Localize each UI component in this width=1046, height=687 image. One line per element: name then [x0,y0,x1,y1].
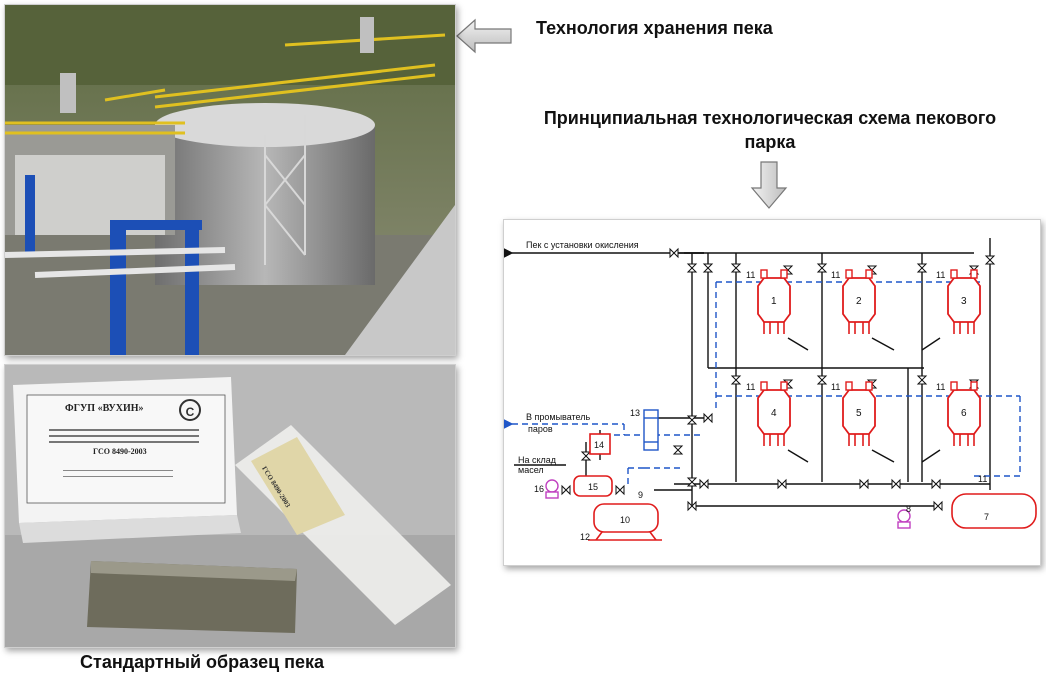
exchanger-13 [643,409,659,451]
label-washer-1: В промыватель [526,412,591,422]
scheme-title: Принципиальная технологическая схема пек… [543,108,997,152]
valve-icon [669,247,679,259]
tank-6: 6 11 [936,381,981,446]
storage-title: Технология хранения пека [536,18,773,38]
tank-num-11: 11 [831,270,840,280]
num-10: 10 [620,515,630,525]
box-lines [49,425,199,447]
valve-icon [687,500,697,512]
valve-icon [916,375,928,385]
num-13: 13 [630,408,640,418]
tank-label-1: 1 [771,296,777,307]
num-9: 9 [638,490,643,500]
num-12: 12 [580,532,590,542]
box-lines-lower [63,465,173,482]
valve-icon [891,478,901,490]
label-inlet: Пек с установки окисления [526,240,639,250]
valve-icon [686,477,698,487]
box-code-text: ГСО 8490-2003 [93,447,147,456]
tank-num-11: 11 [936,270,945,280]
valve-icon [615,484,625,496]
valve-icon [703,412,713,424]
tank-3: 3 11 [936,269,981,334]
valve-icon [777,478,787,490]
tank-5: 5 11 [831,381,876,446]
num-16: 16 [534,484,544,494]
tank-label-3: 3 [961,296,967,307]
tank-label-4: 4 [771,408,777,419]
valve-icon [984,255,996,265]
valve-icon [933,500,943,512]
tank-num-11: 11 [746,382,755,392]
pump-16 [545,479,559,493]
storage-photo-art [4,5,455,355]
valve-icon [859,478,869,490]
valve-icon [580,451,592,461]
num-8: 8 [906,504,911,514]
tank-label-5: 5 [856,408,862,419]
sample-title: Стандартный образец пека [80,652,325,672]
left-arrow-icon [456,18,512,54]
vessel-14 [589,433,611,455]
label-oil-2: масел [518,465,544,475]
valve-icon [702,263,714,273]
valve-icon [699,478,709,490]
storage-photo [4,4,456,356]
valve-icon [730,375,742,385]
num-7: 7 [984,512,989,522]
tank-num-11: 11 [831,382,840,392]
tank-1: 111 [746,269,791,334]
valve-icon [561,484,571,496]
vessel-10 [593,503,659,533]
label-oil-1: На склад [518,455,557,465]
num-14: 14 [594,440,604,450]
tank-num-11: 11 [746,270,755,280]
tank-4: 4 11 [746,381,791,446]
down-arrow-icon [750,161,788,209]
tank-num-11: 11 [936,382,945,392]
label-washer-2: паров [528,424,553,434]
logo-icon: C [179,399,201,421]
valve-icon [816,375,828,385]
vessel-15 [573,475,613,497]
sample-photo: ФГУП «ВУХИН» C ГСО 8490-2003 ГСО 8490-20… [4,364,456,648]
valve-icon [931,478,941,490]
tank-label-2: 2 [856,296,862,307]
vessel-7 [951,493,1037,529]
box-org-text: ФГУП «ВУХИН» [65,403,144,414]
valve-icon [730,263,742,273]
valve-icon [686,263,698,273]
valve-icon [672,445,684,455]
num-11: 11 [978,474,987,484]
tank-2: 2 11 [831,269,876,334]
tank-label-6: 6 [961,408,967,419]
valve-icon [816,263,828,273]
num-15: 15 [588,482,598,492]
valve-icon [686,415,698,425]
valve-icon [916,263,928,273]
